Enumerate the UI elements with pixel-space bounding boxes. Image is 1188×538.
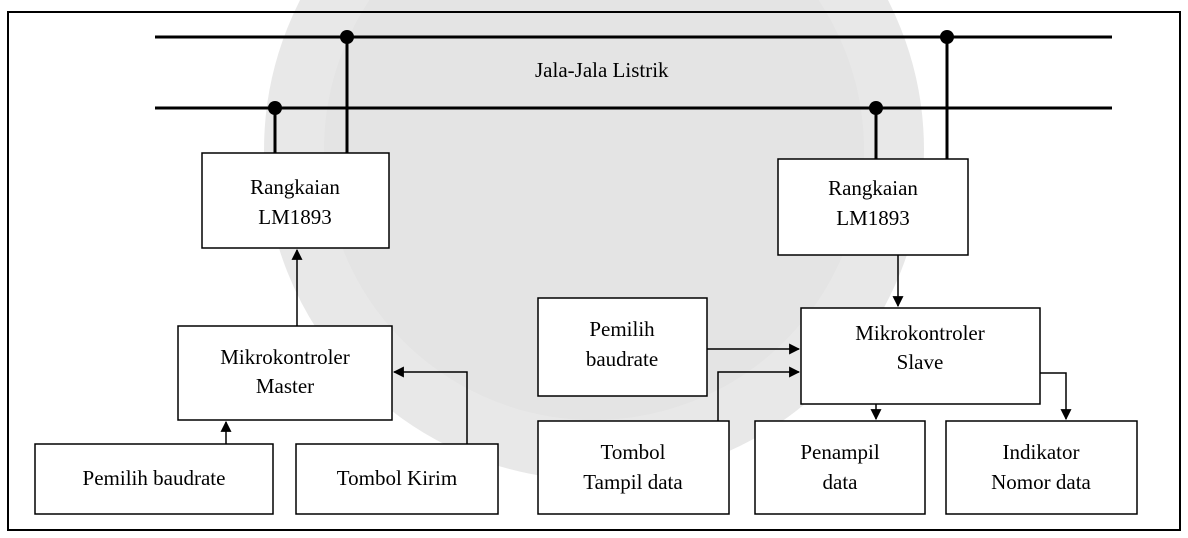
tombol-kirim-box bbox=[295, 443, 499, 515]
indikator-box bbox=[945, 420, 1138, 515]
lm1893-left-label-2: LM1893 bbox=[258, 205, 332, 229]
lm-right-power-taps bbox=[874, 37, 949, 159]
boxes bbox=[34, 152, 1138, 515]
baud-master-box bbox=[34, 443, 274, 515]
indikator-label-1: Indikator bbox=[1003, 440, 1080, 464]
baud-slave-label-2: baudrate bbox=[586, 347, 658, 371]
box-labels: Rangkaian LM1893 Rangkaian LM1893 Mikrok… bbox=[83, 175, 1092, 494]
junction-dot bbox=[869, 101, 883, 115]
lm1893-right-label-1: Rangkaian bbox=[828, 176, 918, 200]
arrow-tombol-kirim-to-master bbox=[392, 366, 468, 444]
power-line-label: Jala-Jala Listrik bbox=[535, 58, 669, 82]
slave-label-1: Mikrokontroler bbox=[855, 321, 984, 345]
tombol-tampil-label-1: Tombol bbox=[600, 440, 665, 464]
lm1893-left-box bbox=[201, 152, 390, 249]
connectors bbox=[220, 248, 1072, 444]
lm-left-power-taps bbox=[273, 37, 349, 153]
indikator-label-2: Nomor data bbox=[991, 470, 1091, 494]
arrow-slave-to-indikator bbox=[1040, 372, 1072, 421]
slave-box bbox=[800, 307, 1041, 405]
master-label-1: Mikrokontroler bbox=[220, 345, 349, 369]
baud-master-label: Pemilih baudrate bbox=[83, 466, 226, 490]
penampil-label-2: data bbox=[823, 470, 859, 494]
diagram-frame bbox=[7, 11, 1181, 531]
lm1893-left-label-1: Rangkaian bbox=[250, 175, 340, 199]
tombol-kirim-label: Tombol Kirim bbox=[337, 466, 457, 490]
junction-dot bbox=[268, 101, 282, 115]
tombol-tampil-box bbox=[537, 420, 730, 515]
tombol-tampil-label-2: Tampil data bbox=[583, 470, 683, 494]
junction-dot bbox=[340, 30, 354, 44]
slave-label-2: Slave bbox=[897, 350, 944, 374]
master-label-2: Master bbox=[256, 374, 314, 398]
master-box bbox=[177, 325, 393, 421]
penampil-box bbox=[754, 420, 926, 515]
penampil-label-1: Penampil bbox=[800, 440, 879, 464]
lm1893-right-label-2: LM1893 bbox=[836, 206, 910, 230]
baud-slave-label-1: Pemilih bbox=[589, 317, 655, 341]
lm1893-right-box bbox=[777, 158, 969, 256]
arrow-tombol-tampil-to-slave bbox=[717, 366, 801, 421]
junction-dot bbox=[940, 30, 954, 44]
baud-slave-box bbox=[537, 297, 708, 397]
